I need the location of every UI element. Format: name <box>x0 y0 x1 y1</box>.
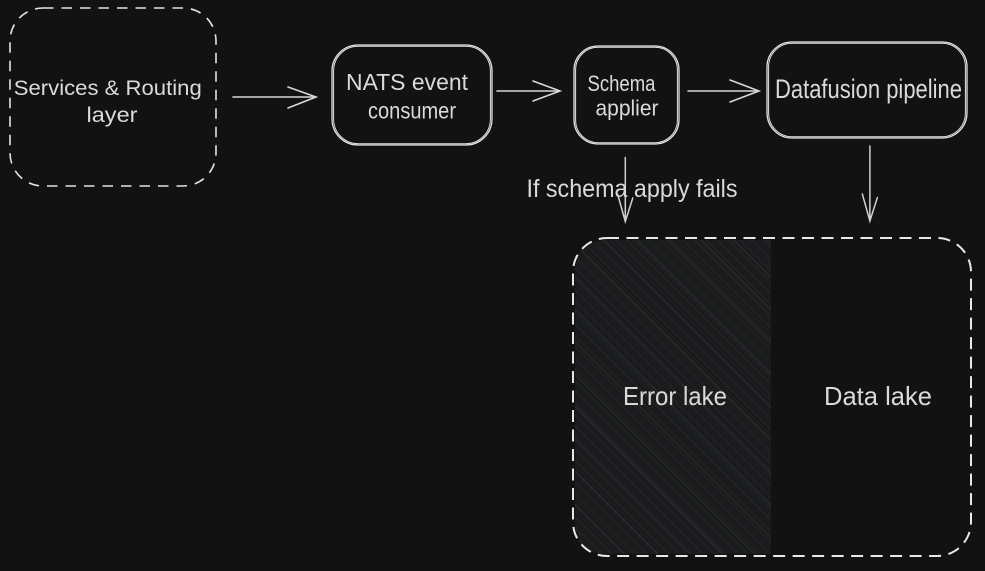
svg-text:consumer: consumer <box>368 98 456 124</box>
svg-text:applier: applier <box>596 96 659 121</box>
svg-text:layer: layer <box>87 104 138 127</box>
svg-text:Datafusion pipeline: Datafusion pipeline <box>775 74 962 104</box>
svg-text:NATS event: NATS event <box>346 69 469 95</box>
svg-text:Error lake: Error lake <box>623 381 727 411</box>
svg-text:Data lake: Data lake <box>824 381 932 411</box>
svg-text:Services & Routing: Services & Routing <box>14 77 202 100</box>
svg-text:Schema: Schema <box>588 71 657 96</box>
svg-text:If schema apply fails: If schema apply fails <box>527 175 738 203</box>
